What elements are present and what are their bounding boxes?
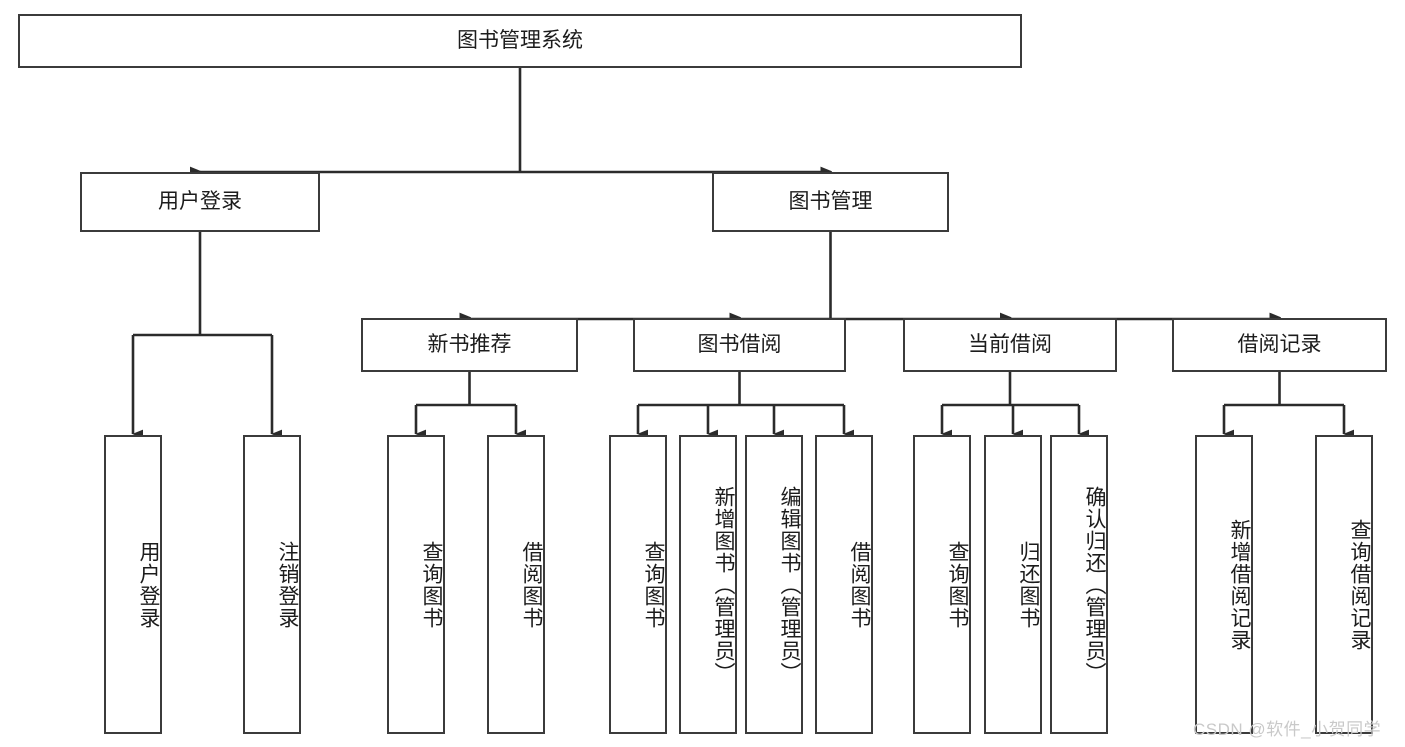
node-leaf-borrow-book-recommend-label: 借阅图书 <box>520 540 543 629</box>
node-leaf-query-borrow-record-label: 查询借阅记录 <box>1348 518 1371 651</box>
node-book-borrow[interactable]: 图书借阅 <box>633 318 846 372</box>
node-book-borrow-label: 图书借阅 <box>697 332 782 356</box>
node-leaf-return-book[interactable]: 归还图书 <box>984 435 1042 734</box>
node-leaf-user-logout[interactable]: 注销登录 <box>243 435 301 734</box>
node-leaf-query-book-borrow-label: 查询图书 <box>642 540 665 629</box>
node-borrow-record[interactable]: 借阅记录 <box>1172 318 1387 372</box>
node-book-management-label: 图书管理 <box>788 189 873 213</box>
node-leaf-borrow-book-label: 借阅图书 <box>848 540 871 629</box>
node-current-borrow-label: 当前借阅 <box>968 332 1052 356</box>
node-leaf-return-book-label: 归还图书 <box>1017 540 1040 629</box>
node-leaf-query-book-current[interactable]: 查询图书 <box>913 435 971 734</box>
node-leaf-query-book-borrow[interactable]: 查询图书 <box>609 435 667 734</box>
node-user-login[interactable]: 用户登录 <box>80 172 320 232</box>
node-leaf-user-logout-label: 注销登录 <box>276 540 299 629</box>
node-leaf-add-borrow-record-label: 新增借阅记录 <box>1228 518 1251 651</box>
node-leaf-borrow-book-recommend[interactable]: 借阅图书 <box>487 435 545 734</box>
node-leaf-add-borrow-record[interactable]: 新增借阅记录 <box>1195 435 1253 734</box>
node-leaf-borrow-book[interactable]: 借阅图书 <box>815 435 873 734</box>
node-leaf-confirm-return[interactable]: 确认归还（管理员） <box>1050 435 1108 734</box>
node-leaf-edit-book-label: 编辑图书（管理员） <box>778 485 801 684</box>
node-new-book-recommend[interactable]: 新书推荐 <box>361 318 578 372</box>
node-new-book-recommend-label: 新书推荐 <box>427 332 512 356</box>
node-root[interactable]: 图书管理系统 <box>18 14 1022 68</box>
node-current-borrow[interactable]: 当前借阅 <box>903 318 1117 372</box>
node-user-login-label: 用户登录 <box>158 189 242 213</box>
node-leaf-query-book-current-label: 查询图书 <box>946 540 969 629</box>
node-leaf-confirm-return-label: 确认归还（管理员） <box>1083 485 1106 684</box>
node-leaf-add-book[interactable]: 新增图书（管理员） <box>679 435 737 734</box>
node-leaf-user-login[interactable]: 用户登录 <box>104 435 162 734</box>
node-book-management[interactable]: 图书管理 <box>712 172 949 232</box>
node-borrow-record-label: 借阅记录 <box>1237 332 1322 356</box>
node-leaf-edit-book[interactable]: 编辑图书（管理员） <box>745 435 803 734</box>
node-leaf-query-borrow-record[interactable]: 查询借阅记录 <box>1315 435 1373 734</box>
watermark: CSDN @软件_小贺同学 <box>1193 720 1382 739</box>
node-leaf-query-book-recommend[interactable]: 查询图书 <box>387 435 445 734</box>
node-leaf-user-login-label: 用户登录 <box>137 540 160 629</box>
node-root-label: 图书管理系统 <box>457 28 583 52</box>
node-leaf-add-book-label: 新增图书（管理员） <box>712 485 735 684</box>
node-leaf-query-book-recommend-label: 查询图书 <box>420 540 443 629</box>
